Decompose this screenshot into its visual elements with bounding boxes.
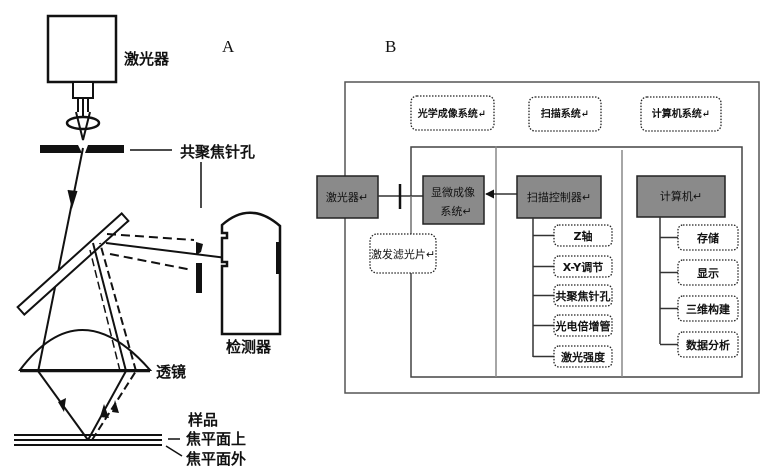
scan-controller-label: 扫描控制器↵ xyxy=(527,190,591,204)
laser-box-label: 激光器↵ xyxy=(326,190,368,204)
scan-item-box xyxy=(553,255,613,278)
label-lens: 透镜 xyxy=(156,363,186,381)
computer-item-box xyxy=(677,295,739,322)
laser-aperture xyxy=(72,81,94,99)
dichroic-mirror xyxy=(16,212,130,316)
reflected-beam-upper-dashed xyxy=(106,233,195,241)
detector-pinhole-upper xyxy=(196,242,203,255)
laser-box xyxy=(316,175,379,219)
label-detector: 检测器 xyxy=(226,338,272,356)
emission-beam-up-dashed-2 xyxy=(89,249,121,372)
pinhole-plate-right xyxy=(85,145,124,153)
computer-item-label: 数据分析 xyxy=(686,338,730,352)
emission-beam-solid xyxy=(87,370,127,441)
objective-lens xyxy=(17,329,153,371)
label-in-focus: 焦平面上 xyxy=(185,430,246,448)
panel-b: B 光学成像系统↵ 扫描系统↵ 计算机系统↵ 激光器↵ 显微成像 系统↵ 激发滤… xyxy=(316,37,760,394)
system-header-scan xyxy=(528,96,602,132)
computer-item-box xyxy=(677,331,739,358)
detector-sensor xyxy=(276,242,280,274)
reflected-beam-lower-dashed xyxy=(109,253,193,271)
scan-item-label: Z轴 xyxy=(574,229,593,243)
detector-housing xyxy=(220,211,282,336)
scan-item-box xyxy=(553,224,613,247)
computer-box-label: 计算机↵ xyxy=(660,189,702,203)
scan-item-box xyxy=(553,314,613,337)
laser-source-box xyxy=(46,14,118,84)
system-header-computer-label: 计算机系统↵ xyxy=(652,107,710,120)
focused-beam xyxy=(75,111,91,141)
scan-item-label: 激光强度 xyxy=(561,350,606,364)
collimator-lens xyxy=(65,115,101,131)
focusing-arrow xyxy=(58,398,66,412)
computer-item-box xyxy=(677,224,739,251)
out-of-focus-leader xyxy=(165,445,183,457)
scan-item-box xyxy=(553,345,613,368)
computer-item-label: 存储 xyxy=(697,231,719,245)
scan-item-label: X-Y调节 xyxy=(563,260,604,274)
system-header-scan-label: 扫描系统↵ xyxy=(541,107,589,120)
computer-item-label: 三维构建 xyxy=(686,302,731,316)
emission-beam-up-dashed xyxy=(99,242,137,372)
scan-item-box xyxy=(553,284,613,307)
pinhole-plate-left xyxy=(40,145,82,153)
excitation-beam xyxy=(37,147,84,373)
excitation-arrow xyxy=(67,189,78,209)
excitation-filter-box xyxy=(369,233,437,274)
scan-item-label: 共聚焦针孔 xyxy=(556,289,611,303)
label-sample: 样品 xyxy=(188,411,218,429)
computer-box xyxy=(636,175,726,218)
panel-a: A 共聚焦针孔 激光器 透镜 xyxy=(14,14,282,468)
system-header-computer xyxy=(640,96,722,132)
detector-pinhole-lower xyxy=(196,263,202,293)
microscope-box-label-line2: 系统↵ xyxy=(440,205,471,218)
label-laser: 激光器 xyxy=(124,50,170,68)
computer-item-box xyxy=(677,259,739,286)
emission-arrow xyxy=(112,400,119,413)
label-out-of-focus: 焦平面外 xyxy=(185,450,246,468)
emission-arrow xyxy=(100,404,109,418)
scan-item-label: 光电倍增管 xyxy=(555,319,611,333)
emission-beam-up-solid xyxy=(92,242,127,372)
computer-item-label: 显示 xyxy=(697,267,719,280)
excitation-filter-label: 激发滤光片↵ xyxy=(371,247,435,261)
microscope-box xyxy=(422,175,485,225)
panel-b-letter: B xyxy=(385,37,396,56)
microscope-box-label-line1: 显微成像 xyxy=(431,185,475,199)
system-header-optical-label: 光学成像系统↵ xyxy=(417,107,486,120)
scan-controller-box xyxy=(516,175,602,219)
label-pinhole: 共聚焦针孔 xyxy=(180,143,255,161)
system-header-optical xyxy=(410,95,495,131)
panel-a-letter: A xyxy=(222,37,235,56)
